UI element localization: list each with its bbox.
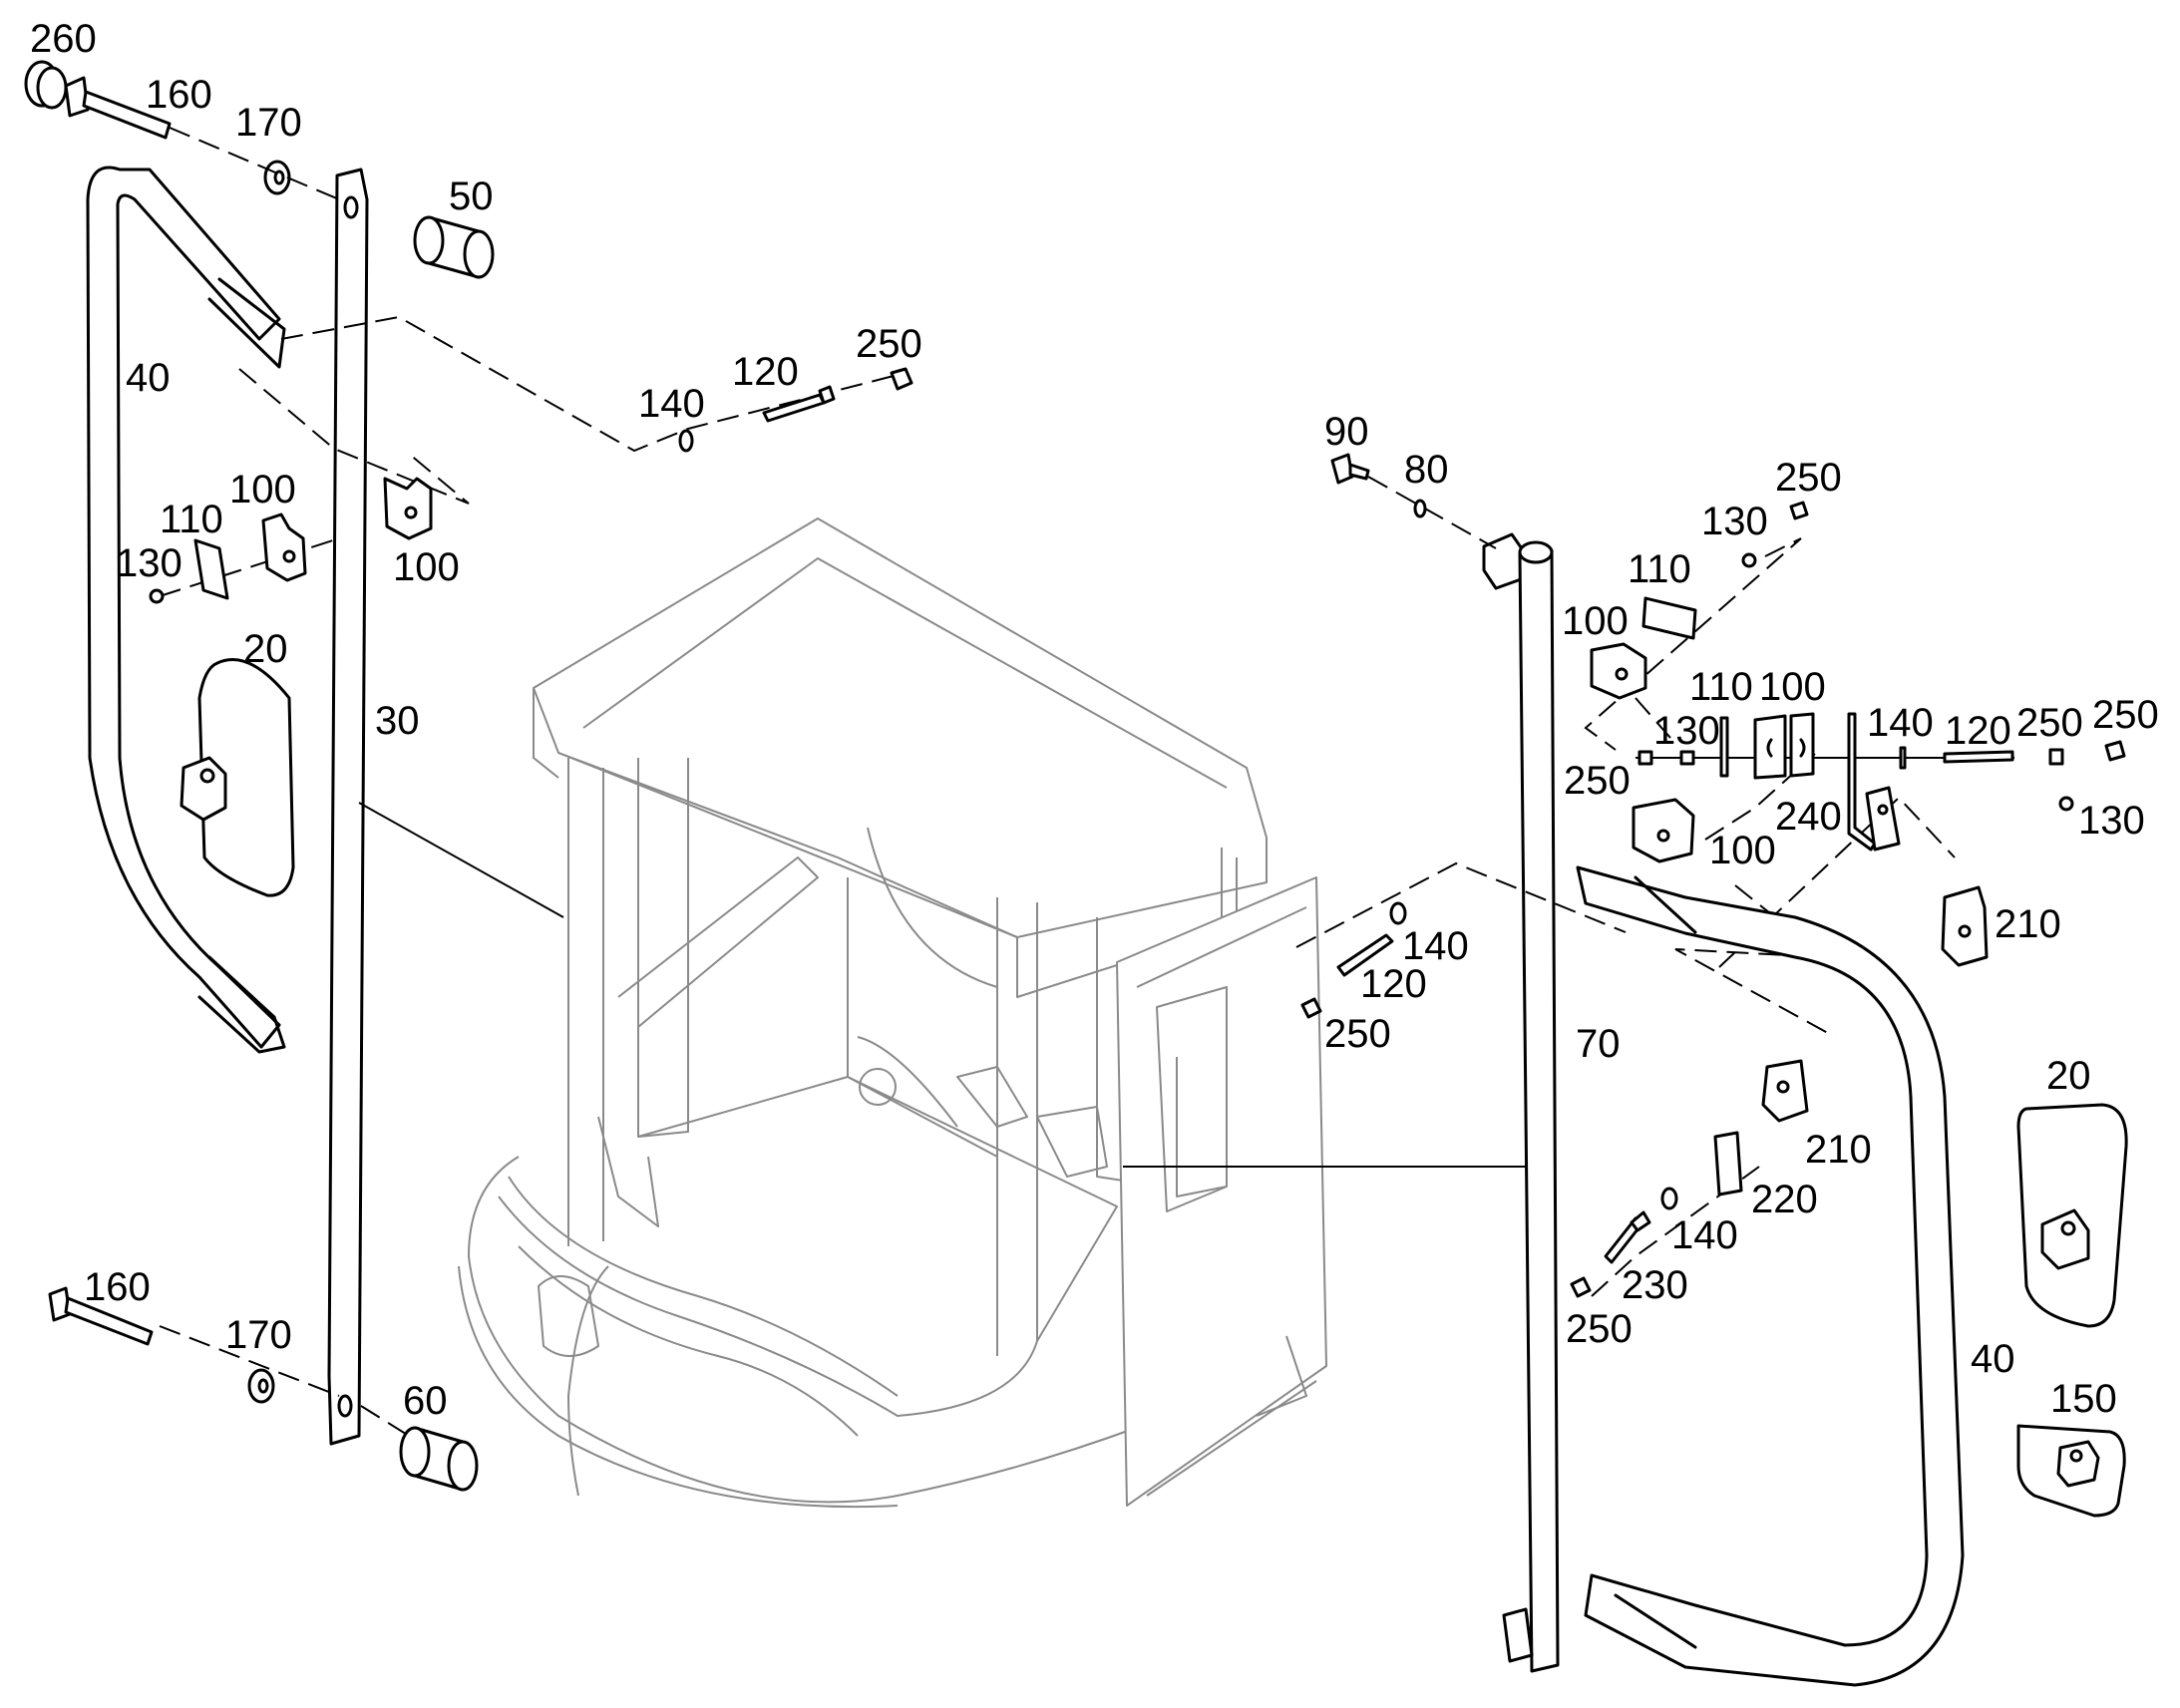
label-140: 140 (1671, 1213, 1738, 1257)
part-40-handle-left (86, 166, 286, 1054)
label-120: 120 (1945, 709, 2011, 753)
label-130: 130 (2078, 799, 2145, 843)
label-160: 160 (146, 73, 212, 117)
part-250-nut-right-far (2104, 740, 2126, 762)
label-260: 260 (30, 17, 97, 61)
part-250-nut-right-top (1789, 501, 1809, 520)
part-100-clamp-a (383, 477, 433, 540)
label-20: 20 (2046, 1054, 2091, 1098)
part-130-nut-left (149, 588, 165, 604)
label-40: 40 (126, 356, 171, 400)
label-140: 140 (1867, 701, 1934, 745)
part-140-washer-mid (1389, 901, 1407, 925)
part-130-nut-right-far (2058, 796, 2074, 812)
part-210-clamp-upper (1941, 885, 1989, 967)
label-60: 60 (403, 1379, 448, 1423)
part-30-bar (327, 168, 369, 1446)
label-30: 30 (375, 699, 420, 743)
part-110-plate-left (193, 538, 229, 600)
label-100: 100 (1709, 829, 1776, 872)
part-120-pin-top (762, 385, 836, 423)
part-100-clamp-b (261, 512, 307, 582)
label-150: 150 (2050, 1377, 2117, 1421)
label-100: 100 (1759, 665, 1826, 709)
label-70: 70 (1576, 1022, 1621, 1066)
part-120-pin-mid (1336, 933, 1394, 977)
leader-lines-left (159, 127, 899, 1437)
label-110: 110 (1689, 665, 1753, 709)
label-210: 210 (1995, 902, 2061, 946)
part-90-bolt (1330, 453, 1370, 485)
part-170-washer-bottom (247, 1368, 275, 1404)
label-250: 250 (856, 322, 922, 366)
label-130: 130 (116, 541, 182, 585)
label-250: 250 (2092, 693, 2159, 737)
label-250: 250 (1775, 456, 1842, 500)
part-250-nut-top (890, 367, 913, 391)
label-170: 170 (225, 1313, 292, 1357)
label-50: 50 (449, 174, 494, 218)
label-40: 40 (1971, 1337, 2015, 1381)
label-140: 140 (1402, 924, 1469, 968)
part-210-clamp-lower (1761, 1059, 1809, 1123)
label-110: 110 (160, 498, 223, 541)
label-220: 220 (1751, 1178, 1818, 1221)
label-250: 250 (1564, 759, 1631, 803)
label-230: 230 (1622, 1263, 1688, 1307)
label-90: 90 (1324, 410, 1369, 454)
label-250: 250 (1566, 1307, 1633, 1351)
part-250-nut-mid (1300, 997, 1322, 1019)
part-160-bolt-bottom (48, 1286, 154, 1346)
part-60-bushing (399, 1426, 479, 1492)
label-250: 250 (2016, 701, 2083, 745)
part-160-bolt-top (64, 76, 172, 140)
part-150-mirror-small (2016, 1424, 2126, 1518)
part-40-handle-right (1576, 865, 1965, 1687)
part-110-plate-right-top (1641, 596, 1697, 640)
part-70-post (1482, 532, 1560, 1673)
label-100: 100 (1562, 599, 1629, 643)
part-170-washer-top (263, 160, 291, 195)
label-100: 100 (229, 468, 296, 512)
label-210: 210 (1805, 1128, 1872, 1172)
label-120: 120 (732, 350, 799, 394)
part-100-clamp-right-top (1590, 642, 1647, 700)
part-50-bushing (413, 215, 495, 279)
label-130: 130 (1653, 709, 1720, 753)
part-140-washer-top (678, 429, 694, 453)
part-260-cap (24, 60, 68, 110)
part-20-mirror-right (2016, 1103, 2128, 1328)
part-230-bolt (1604, 1210, 1651, 1264)
label-110: 110 (1628, 547, 1691, 591)
label-170: 170 (235, 101, 302, 145)
part-220-plate (1713, 1131, 1743, 1196)
part-130-nut-right-top (1741, 552, 1757, 568)
part-100-clamp-right-lower (1632, 798, 1695, 863)
cab-body (458, 517, 1327, 1509)
part-row-middle-right (1635, 712, 2064, 852)
leader-lines-right (1123, 476, 1956, 1297)
label-130: 130 (1701, 500, 1768, 543)
part-250-nut-low (1570, 1276, 1592, 1298)
label-240: 240 (1775, 795, 1842, 839)
label-100: 100 (393, 545, 460, 589)
label-250: 250 (1324, 1012, 1391, 1056)
part-20-mirror-left (180, 658, 295, 897)
label-160: 160 (84, 1265, 151, 1309)
label-120: 120 (1360, 962, 1427, 1006)
label-80: 80 (1404, 448, 1449, 492)
label-20: 20 (243, 627, 288, 671)
part-labels: 260 160 170 50 40 250 120 140 100 110 13… (30, 17, 2159, 1423)
part-140-washer-low (1660, 1187, 1678, 1210)
label-140: 140 (638, 382, 705, 426)
